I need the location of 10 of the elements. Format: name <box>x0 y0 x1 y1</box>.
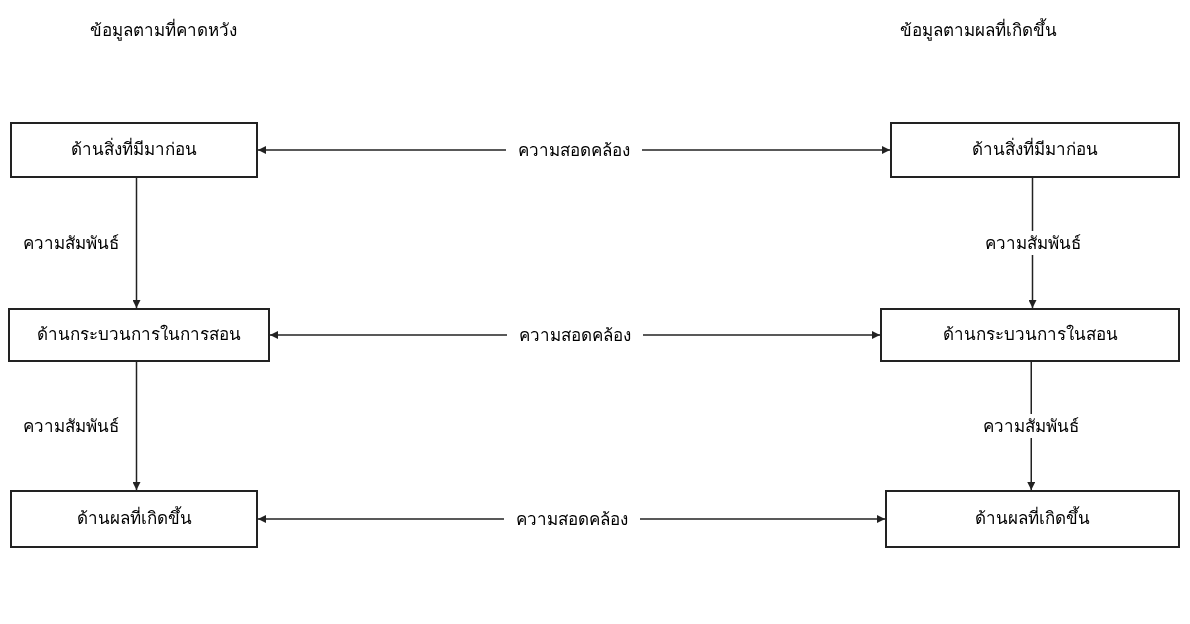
column-heading: ข้อมูลตามผลที่เกิดขึ้น <box>900 18 1057 43</box>
process-box: ด้านผลที่เกิดขึ้น <box>885 490 1180 548</box>
column-heading: ข้อมูลตามที่คาดหวัง <box>90 18 237 43</box>
arrow <box>132 177 141 309</box>
process-box: ด้านกระบวนการในสอน <box>880 308 1180 362</box>
process-box: ด้านกระบวนการในการสอน <box>8 308 270 362</box>
process-box: ด้านสิ่งที่มีมาก่อน <box>890 122 1180 178</box>
process-box: ด้านผลที่เกิดขึ้น <box>10 490 258 548</box>
process-box: ด้านสิ่งที่มีมาก่อน <box>10 122 258 178</box>
arrow <box>132 361 141 491</box>
